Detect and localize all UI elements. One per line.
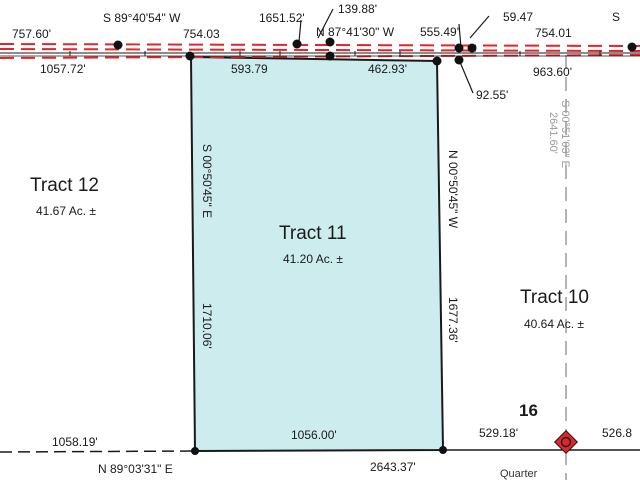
survey-monuments bbox=[113, 37, 637, 455]
label-bearing-left: S 89°40'54" W bbox=[103, 11, 181, 25]
label-92-55: 92.55' bbox=[476, 88, 508, 102]
label-462-93: 462.93' bbox=[368, 62, 407, 76]
right-of-way bbox=[0, 43, 640, 59]
label-963-60: 963.60' bbox=[533, 65, 572, 79]
label-555-49: 555.49' bbox=[420, 25, 459, 39]
south-line-west bbox=[0, 450, 196, 453]
label-754-03: 754.03 bbox=[183, 27, 220, 41]
label-2643-37: 2643.37' bbox=[370, 460, 416, 474]
label-593-79: 593.79 bbox=[231, 62, 268, 76]
section-number: 16 bbox=[519, 401, 538, 420]
label-754-01: 754.01 bbox=[535, 26, 572, 40]
tract-11-area: 41.20 Ac. ± bbox=[283, 252, 343, 266]
label-529-18: 529.18' bbox=[479, 426, 518, 440]
label-1058-19: 1058.19' bbox=[52, 435, 98, 449]
label-1651-52: 1651.52' bbox=[259, 11, 305, 25]
label-grey-distance: 2641.60' bbox=[547, 112, 559, 154]
label-east-distance: 1677.36' bbox=[446, 297, 460, 343]
label-grey-bearing: S 00°51'03" E bbox=[559, 100, 571, 168]
label-bearing-right-partial: S bbox=[612, 10, 620, 24]
road-ticks bbox=[69, 51, 601, 56]
tract-12-name: Tract 12 bbox=[30, 175, 99, 196]
label-139-88: 139.88' bbox=[338, 2, 377, 16]
label-59-47: 59.47 bbox=[503, 10, 533, 24]
label-quarter: Quarter bbox=[500, 468, 538, 480]
label-757-60: 757.60' bbox=[12, 27, 51, 41]
label-1057-72: 1057.72' bbox=[40, 62, 86, 76]
label-526-partial: 526.8 bbox=[602, 426, 632, 440]
label-bearing-bottom: N 89°03'31" E bbox=[98, 462, 173, 476]
label-east-bearing: N 00°50'45" W bbox=[446, 150, 460, 229]
label-west-distance: 1710.06' bbox=[200, 303, 214, 349]
label-bearing-mid: N 87°41'30" W bbox=[316, 25, 395, 39]
label-1056-00: 1056.00' bbox=[291, 428, 337, 442]
south-line-mid-dashed bbox=[194, 449, 444, 452]
tract-10-name: Tract 10 bbox=[520, 287, 589, 308]
tract-10-area: 40.64 Ac. ± bbox=[524, 317, 584, 331]
tract-12-area: 41.67 Ac. ± bbox=[36, 204, 96, 218]
label-west-bearing: S 00°50'45" E bbox=[200, 144, 214, 218]
section-corner-marker[interactable] bbox=[553, 429, 579, 455]
tract-11-name: Tract 11 bbox=[279, 223, 347, 244]
